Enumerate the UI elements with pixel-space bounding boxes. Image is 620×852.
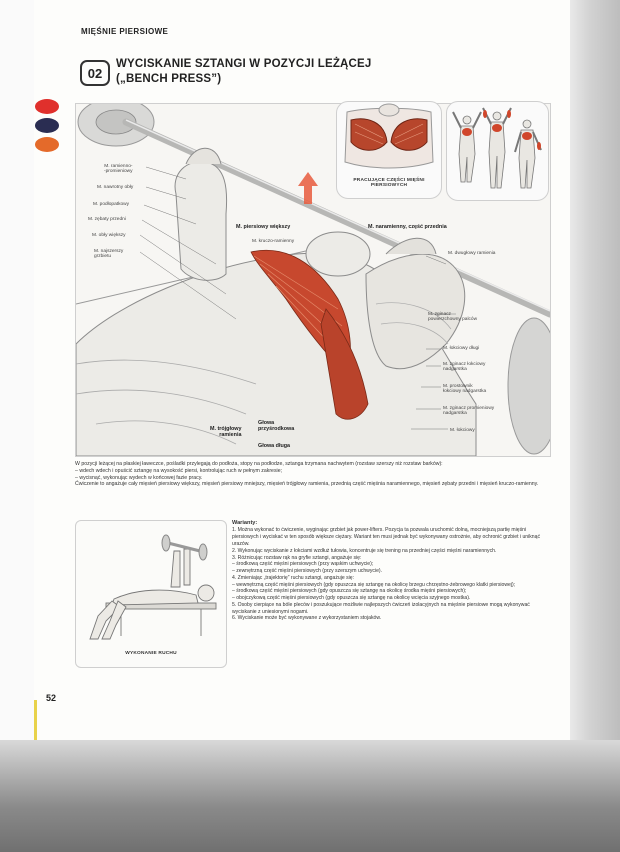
label-m-najszerszy-grzbietu: M. najszerszy grzbietu [94, 249, 124, 260]
exercise-description: W pozycji leżącej na płaskiej ławeczce, … [75, 461, 545, 488]
muscle-group-dot-navy [35, 118, 59, 133]
exercise-title: WYCISKANIE SZTANGI W POZYCJI LEŻĄCEJ [116, 58, 372, 70]
section-header: MIĘŚNIE PIERSIOWE [81, 27, 169, 36]
label-m-podlopatkowy: M. podłopatkowy [93, 202, 129, 207]
description-line: – wdech wdech i opuścić sztangę na wysok… [75, 467, 283, 474]
label-m-prostownik-lokciowy-nadgarstka: M. prostownik łokciowy nadgarstka [443, 384, 487, 395]
label-m-obly-wiekszy: M. obły większy [92, 233, 126, 238]
variant-item: 1. Można wykonać to ćwiczenie, wyginając… [232, 527, 541, 547]
exercise-number-badge: 02 [80, 60, 110, 86]
thumb-body-figures [446, 101, 549, 201]
anatomy-drawing [76, 104, 550, 456]
page-number: 52 [46, 693, 57, 703]
thumb-chest-caption: PRACUJĄCE CZĘŚCI MIĘŚNI PIERSIOWYCH [353, 178, 425, 188]
label-m-zebaty-przedni: M. zębaty przedni [88, 217, 126, 222]
variant-item: – zewnętrzną część mięśni piersiowych (p… [232, 568, 383, 575]
movement-drawing [89, 534, 217, 640]
label-m-piersiowy-wiekszy: M. piersiowy większy [236, 224, 291, 230]
label-m-zginacz-lokciowy-nadgarstka: M. zginacz łokciowy nadgarstka [443, 362, 486, 373]
label-m-kruczo-ramienny: M. kruczo-ramienny [252, 239, 295, 244]
description-line: Ćwiczenie to angażuje cały mięsień piers… [75, 481, 539, 488]
variant-item: 6. Wyciskanie może być wykonywane z wyko… [232, 615, 382, 622]
variant-item: – wewnętrzną część mięśni piersiowych (g… [232, 581, 516, 588]
label-m-naramienny-czesc-przednia: M. naramienny, część przednia [368, 224, 447, 230]
variant-item: 5. Osoby cierpiące na bóle pleców i posz… [232, 601, 530, 615]
muscle-group-dot-red [35, 99, 59, 114]
thumb-chest-muscles: PRACUJĄCE CZĘŚCI MIĘŚNI PIERSIOWYCH [336, 101, 442, 199]
description-line: – wycisnąć, wykonując wydech w końcowej … [75, 474, 203, 481]
exercise-title-english: („BENCH PRESS”) [116, 73, 222, 85]
page-edge-highlight [34, 700, 37, 740]
label-m-zginacz-powierzchowny-palcow: M. zginacz powierzchowny palców [428, 312, 478, 323]
scan-bottom-shadow [0, 740, 620, 852]
variant-item: – środkową część mięśni piersiowych (gdy… [232, 588, 467, 595]
variant-item: 4. Zmieniając „trajektorię” ruchu sztang… [232, 574, 355, 581]
variants-section: Warianty: 1. Można wykonać to ćwiczenie,… [232, 520, 544, 622]
page-left-margin [0, 0, 34, 740]
label-m-dwuglowy-ramienia: M. dwugłowy ramienia [448, 251, 496, 256]
body-figures-drawing [452, 107, 542, 189]
label-m-lokciowy: M. łokciowy [450, 428, 475, 433]
label-m-zginacz-promieniowy-nadgarstka: M. zginacz promieniowy nadgarstka [443, 406, 495, 417]
variant-item: 2. Wykonując wyciskanie z łokciami wzdłu… [232, 547, 497, 554]
variant-item: – obojczykową część mięśni piersiowych (… [232, 595, 471, 602]
description-line: W pozycji leżącej na płaskiej ławeczce, … [75, 461, 443, 467]
label-m-nawrotny-obly: M. nawrotny obły [97, 185, 134, 190]
muscle-group-dot-orange [35, 137, 59, 152]
variant-item: 3. Różnicując rozstaw rąk na gryfie szta… [232, 554, 362, 561]
label-m-lokciowy-dlugi: M. łokciowy długi [443, 346, 480, 351]
chest-muscles-drawing [344, 103, 434, 169]
movement-caption: WYKONANIE RUCHU [125, 651, 177, 656]
variant-item: – środkową część mięśni piersiowych (prz… [232, 561, 374, 568]
label-glowa-dluga: Głowa długa [258, 443, 291, 449]
variants-title: Warianty: [232, 520, 258, 526]
label-glowa-przysrodkowa: Głowa przyśrodkowa [258, 420, 295, 432]
label-m-trojglowy-ramienia: M. trójgłowy ramienia [210, 426, 242, 438]
label-m-ramienno-promieniowy: M. ramienno- -promieniowy [104, 164, 133, 175]
movement-illustration: WYKONANIE RUCHU [75, 520, 227, 668]
scan-right-shadow [570, 0, 620, 852]
